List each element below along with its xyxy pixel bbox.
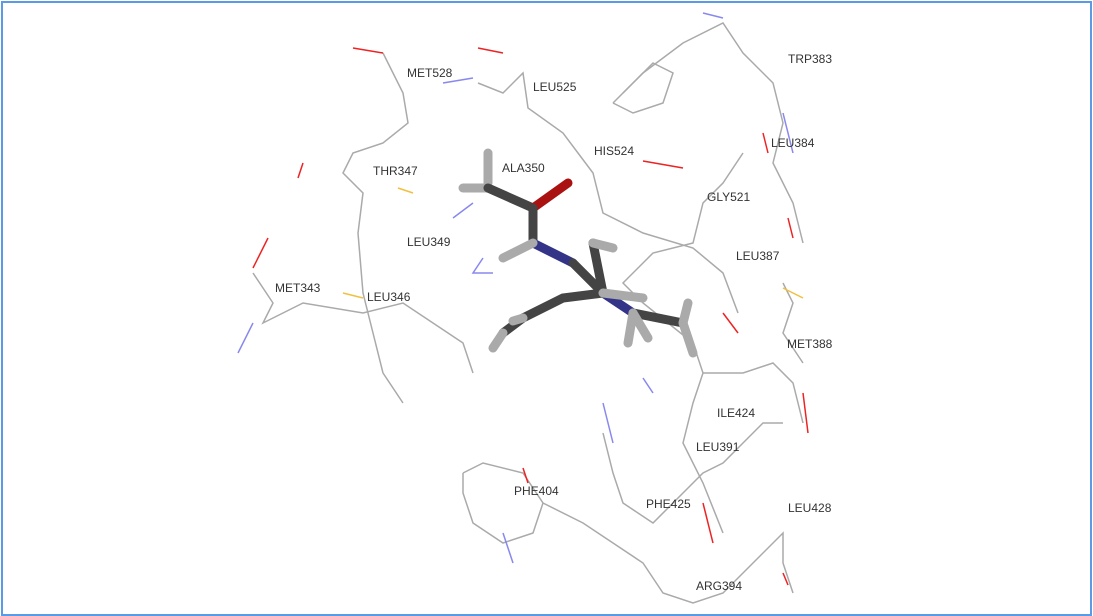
bond-carbon <box>252 272 474 374</box>
residue-label-ile424: ILE424 <box>717 406 755 420</box>
bond-carbon <box>602 422 783 524</box>
ligand-bond <box>628 308 688 328</box>
bond-sulfur <box>782 287 804 299</box>
ligand-bond <box>508 313 528 326</box>
residue-label-gly521: GLY521 <box>707 190 750 204</box>
bond-carbon <box>612 22 804 244</box>
bond-nitrogen <box>452 202 474 219</box>
bond-nitrogen <box>702 12 724 19</box>
residue-label-leu525: LEU525 <box>533 80 577 94</box>
bond-carbon <box>477 71 739 314</box>
ligand-bond <box>483 183 538 213</box>
bond-nitrogen <box>502 532 514 564</box>
bond-oxygen <box>352 47 384 54</box>
residue-label-phe404: PHE404 <box>514 484 559 498</box>
residue-label-phe425: PHE425 <box>646 497 691 511</box>
protein-wireframe <box>237 12 809 604</box>
ligand-bond <box>528 238 578 268</box>
ligand-bond <box>488 328 508 353</box>
bond-oxygen <box>782 572 789 586</box>
ligand-bond <box>598 288 648 303</box>
bond-oxygen <box>297 162 304 179</box>
bond-oxygen <box>702 502 714 544</box>
ligand-bond <box>628 308 653 343</box>
bond-oxygen <box>787 217 794 239</box>
ligand-bond <box>528 178 573 213</box>
bond-sulfur <box>342 292 364 299</box>
bond-oxygen <box>477 47 504 54</box>
bond-oxygen <box>802 392 809 434</box>
bond-oxygen <box>762 132 769 154</box>
bond-carbon <box>342 52 409 404</box>
ligand-bond <box>498 288 608 338</box>
bond-carbon <box>621 152 744 534</box>
bond-carbon <box>542 502 794 604</box>
residue-label-met388: MET388 <box>787 337 833 351</box>
residue-label-ala350: ALA350 <box>502 161 545 175</box>
ligand-bond <box>588 238 608 298</box>
bond-nitrogen <box>237 322 254 354</box>
bond-carbon <box>703 362 804 424</box>
bond-nitrogen <box>602 402 614 444</box>
ligand-bond <box>498 238 538 263</box>
bond-nitrogen <box>471 257 493 274</box>
residue-label-thr347: THR347 <box>373 164 418 178</box>
bond-nitrogen <box>782 112 794 154</box>
residue-label-leu346: LEU346 <box>367 290 411 304</box>
bond-oxygen <box>642 160 684 169</box>
bond-nitrogen <box>442 77 474 84</box>
residue-label-arg394: ARG394 <box>696 579 742 593</box>
residue-label-leu384: LEU384 <box>771 136 815 150</box>
ligand-bond <box>678 298 693 328</box>
bond-carbon <box>782 282 804 364</box>
residue-label-met528: MET528 <box>407 66 453 80</box>
bond-nitrogen <box>642 377 654 394</box>
residue-label-leu391: LEU391 <box>696 440 740 454</box>
residue-label-leu428: LEU428 <box>788 501 832 515</box>
bond-carbon <box>612 62 674 114</box>
residue-label-leu387: LEU387 <box>736 249 780 263</box>
residue-label-trp383: TRP383 <box>788 52 832 66</box>
bond-oxygen <box>522 467 529 484</box>
bond-oxygen <box>722 312 739 334</box>
ligand-bond <box>588 238 618 253</box>
bond-sulfur <box>397 187 414 194</box>
residue-label-leu349: LEU349 <box>407 235 451 249</box>
ligand-bond <box>678 318 698 358</box>
ligand-sticks <box>458 148 698 358</box>
bond-oxygen <box>252 237 269 269</box>
residue-label-met343: MET343 <box>275 281 321 295</box>
residue-label-his524: HIS524 <box>594 144 634 158</box>
bond-carbon <box>462 462 544 544</box>
